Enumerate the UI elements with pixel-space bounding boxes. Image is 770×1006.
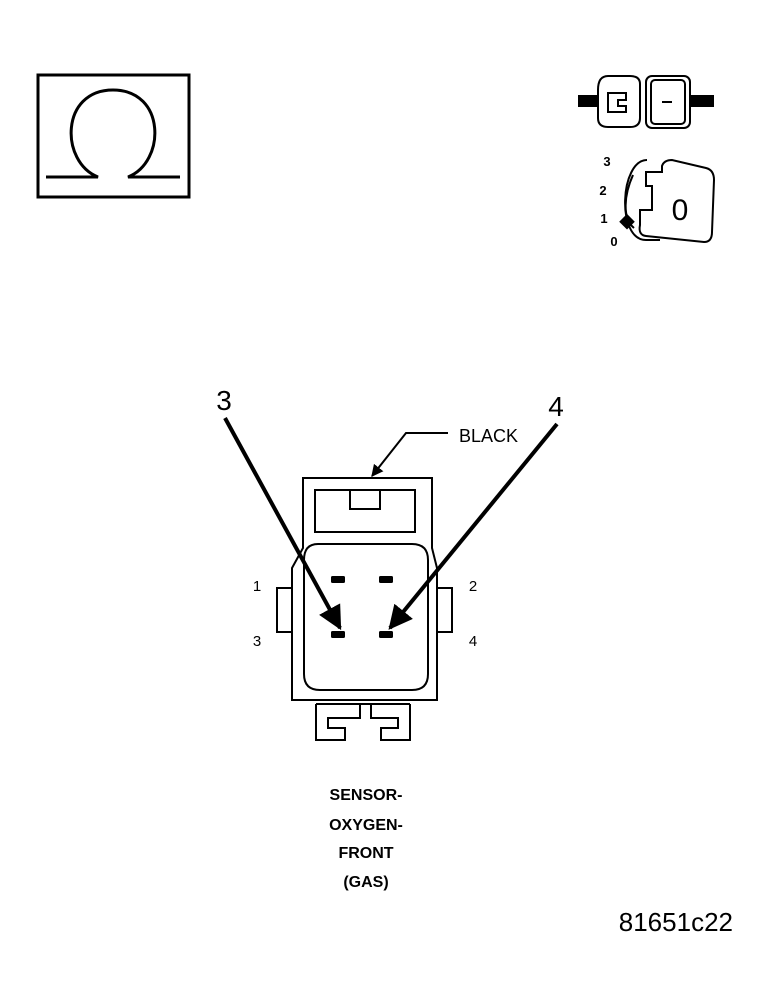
color-leader-arrow xyxy=(371,432,448,477)
ohm-icon xyxy=(36,73,191,199)
pin-label-4: 4 xyxy=(469,633,477,650)
ignition-position-2: 2 xyxy=(599,183,606,198)
pin-1 xyxy=(331,576,345,583)
figure-id: 81651c22 xyxy=(619,907,733,937)
pin-label-1: 1 xyxy=(253,578,261,595)
callout-label-3: 3 xyxy=(216,385,232,416)
connector-color-label: BLACK xyxy=(459,426,518,446)
ignition-position-0: 0 xyxy=(610,234,617,249)
ignition-position-3: 3 xyxy=(603,154,610,169)
pin-3 xyxy=(331,631,345,638)
connector-pins xyxy=(331,576,393,638)
caption-line-2: OXYGEN- xyxy=(329,817,403,834)
pin-label-2: 2 xyxy=(469,578,477,595)
connector-body xyxy=(276,477,453,741)
connector-icon xyxy=(578,75,714,129)
ignition-position-1: 1 xyxy=(600,211,607,226)
pin-2 xyxy=(379,576,393,583)
ignition-key-label: 0 xyxy=(672,194,689,227)
ignition-switch-icon: 0 3 2 1 0 xyxy=(599,154,716,249)
caption-line-3: FRONT xyxy=(338,845,393,862)
callout-arrow-4 xyxy=(388,422,559,630)
caption-line-4: (GAS) xyxy=(343,874,388,891)
caption-line-1: SENSOR- xyxy=(330,787,403,804)
callout-arrow-3 xyxy=(223,417,342,631)
pin-label-3: 3 xyxy=(253,633,261,650)
pin-4 xyxy=(379,631,393,638)
callout-label-4: 4 xyxy=(548,391,564,422)
